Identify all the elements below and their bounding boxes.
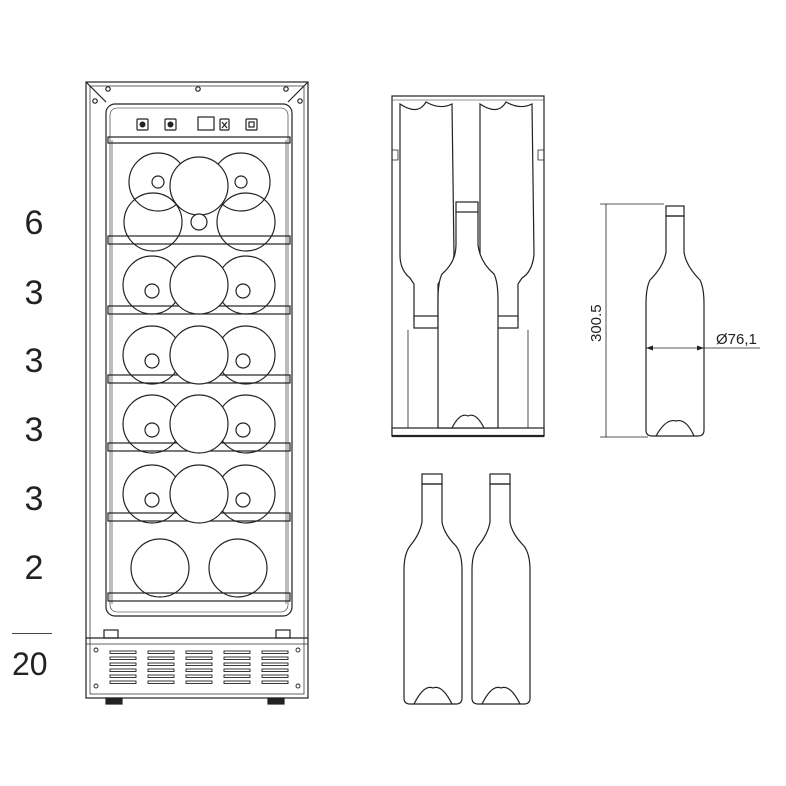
shelf-1-count: 6	[24, 204, 44, 242]
vent-slot	[147, 656, 175, 660]
vent-slot	[185, 656, 213, 660]
vent-slot	[109, 668, 137, 672]
bottle-left	[403, 473, 463, 705]
shelf-4-bottles	[122, 394, 276, 454]
shelf-side-section	[391, 95, 545, 438]
bottle-right	[471, 473, 531, 705]
vent-slot	[223, 662, 251, 666]
shelf-5-count: 3	[24, 480, 44, 518]
shelf-2-bottles	[122, 255, 276, 315]
bottle-dimension-view	[600, 203, 760, 438]
shelf-1-bottles	[123, 152, 276, 252]
vent-slot	[109, 662, 137, 666]
vent-slot	[185, 662, 213, 666]
vent-slot	[185, 668, 213, 672]
shelf-4-count: 3	[24, 411, 44, 449]
vent-slot	[185, 674, 213, 678]
vent-slot	[223, 650, 251, 654]
vent-slot	[185, 650, 213, 654]
vent-slot	[223, 656, 251, 660]
total-rule	[12, 633, 52, 634]
base-grille	[93, 647, 301, 689]
shelf-5-bottles	[122, 464, 276, 524]
shelf-6-bottles	[130, 538, 268, 598]
vent-slot	[261, 668, 289, 672]
shelf-2-count: 3	[24, 274, 44, 312]
vent-slot	[147, 650, 175, 654]
vent-slot	[147, 668, 175, 672]
vent-slot	[109, 680, 137, 684]
cabinet-front-view	[85, 81, 309, 705]
shelf-3-bottles	[122, 325, 276, 385]
vent-slot	[261, 662, 289, 666]
bottle-height-label: 300.5	[588, 304, 605, 342]
vent-slot	[147, 674, 175, 678]
shelf-6-count: 2	[24, 549, 44, 587]
vent-slot	[109, 674, 137, 678]
vent-slot	[147, 680, 175, 684]
vent-slot	[261, 650, 289, 654]
vent-slot	[147, 662, 175, 666]
vent-slot	[223, 668, 251, 672]
vent-slot	[109, 650, 137, 654]
vent-slot	[261, 656, 289, 660]
bottle-diameter-label: Ø76,1	[716, 331, 757, 348]
vent-slot	[185, 680, 213, 684]
vent-slot	[261, 680, 289, 684]
control-panel	[136, 116, 258, 131]
vent-slot	[223, 680, 251, 684]
shelf-3-count: 3	[24, 342, 44, 380]
total-count: 20	[12, 646, 48, 682]
vent-slot	[223, 674, 251, 678]
bottle-pair	[403, 473, 531, 705]
vent-slot	[261, 674, 289, 678]
vent-slot	[109, 656, 137, 660]
